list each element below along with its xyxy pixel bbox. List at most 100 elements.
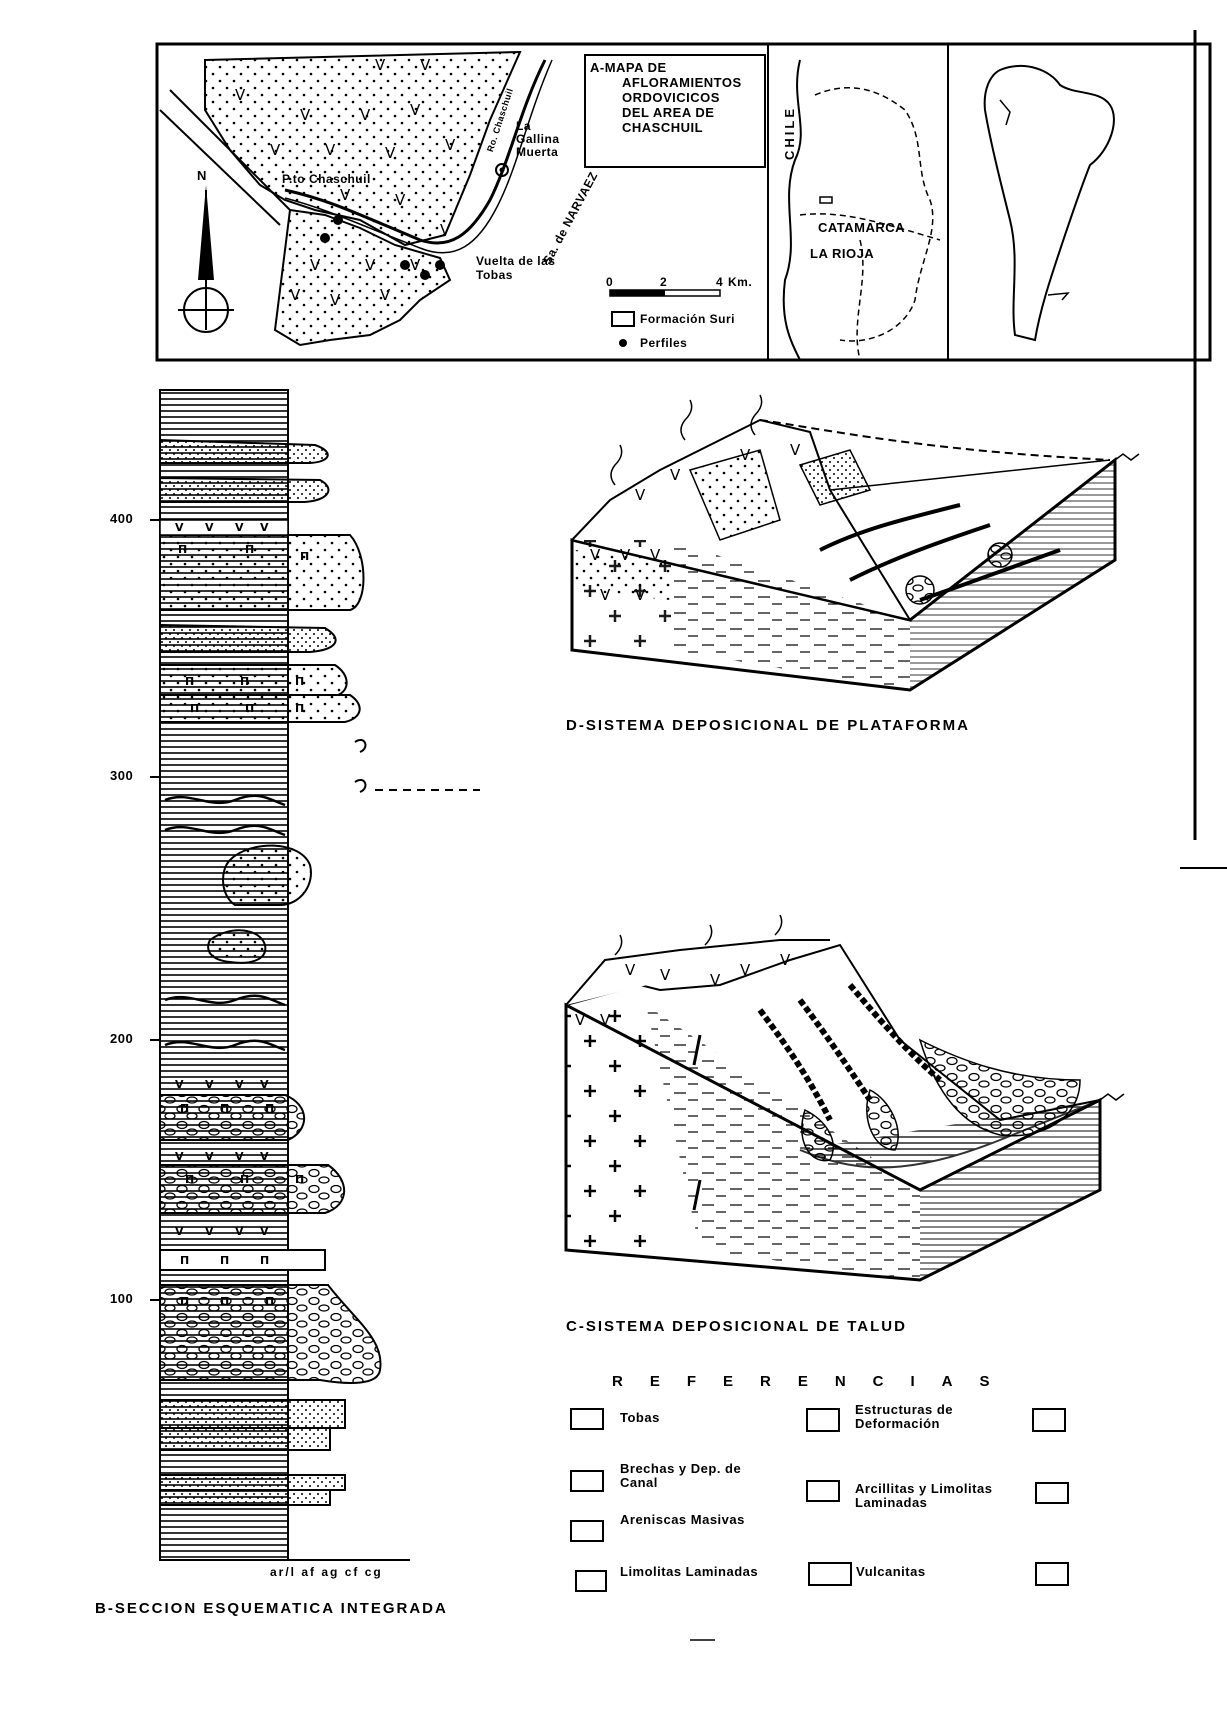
map-title-line: ORDOVICICOS: [622, 90, 720, 105]
depth-tick-200: 200: [110, 1031, 134, 1046]
north-label: N: [197, 168, 207, 183]
ref-brechas: Brechas y Dep. de Canal: [620, 1461, 742, 1490]
svg-text:V: V: [420, 56, 431, 74]
swatch-pattern-c: [1035, 1562, 1069, 1586]
locator-la-rioja: LA RIOJA: [810, 246, 875, 261]
map-title-line: CHASCHUIL: [622, 120, 704, 135]
svg-text:V: V: [175, 1150, 184, 1163]
slope-block-title: C-SISTEMA DEPOSICIONAL DE TALUD: [566, 1318, 907, 1335]
svg-text:Π: Π: [295, 702, 304, 715]
svg-text:V: V: [780, 951, 791, 969]
svg-text:V: V: [635, 586, 646, 604]
swatch-pattern-a: [1032, 1408, 1066, 1432]
swatch-pattern-b: [1035, 1482, 1069, 1504]
svg-text:Π: Π: [295, 1173, 304, 1186]
svg-text:Π: Π: [220, 1295, 229, 1308]
svg-text:Π: Π: [178, 543, 187, 556]
svg-text:V: V: [340, 186, 351, 204]
svg-text:Π: Π: [265, 1295, 274, 1308]
svg-text:Π: Π: [245, 702, 254, 715]
depth-tick-300: 300: [110, 768, 134, 783]
platform-block-title: D-SISTEMA DEPOSICIONAL DE PLATAFORMA: [566, 717, 970, 734]
svg-text:Π: Π: [265, 1102, 274, 1115]
svg-text:V: V: [790, 441, 801, 459]
scale-unit: Km.: [728, 275, 753, 289]
svg-text:Π: Π: [260, 1254, 269, 1267]
svg-text:V: V: [175, 1225, 184, 1238]
svg-text:V: V: [235, 1150, 244, 1163]
svg-text:Π: Π: [220, 1102, 229, 1115]
ref-areniscas: Areniscas Masivas: [620, 1512, 745, 1527]
map-title: A-MAPA DE AFLORAMIENTOS ORDOVICICOS DEL …: [590, 60, 742, 135]
ref-arcillitas: Arcillitas y Limolitas Laminadas: [855, 1481, 993, 1510]
svg-text:V: V: [235, 521, 244, 534]
place-vuelta-de-las-tobas: Vuelta de las Tobas: [476, 254, 556, 282]
svg-text:V: V: [290, 286, 301, 304]
svg-text:V: V: [710, 971, 721, 989]
svg-text:V: V: [270, 141, 281, 159]
svg-text:V: V: [205, 521, 214, 534]
locator-catamarca: CATAMARCA: [818, 220, 906, 235]
svg-text:Π: Π: [245, 543, 254, 556]
svg-text:Π: Π: [300, 550, 309, 563]
svg-text:V: V: [235, 1078, 244, 1091]
svg-text:V: V: [260, 521, 269, 534]
svg-text:V: V: [325, 141, 336, 159]
svg-text:V: V: [410, 256, 421, 274]
svg-text:V: V: [740, 961, 751, 979]
map-title-line: AFLORAMIENTOS: [622, 75, 742, 90]
map-title-line: DEL AREA DE: [622, 105, 715, 120]
swatch-estructuras: [806, 1408, 840, 1432]
ref-vulcanitas: Vulcanitas: [856, 1564, 926, 1579]
svg-text:V: V: [575, 1011, 586, 1029]
svg-text:V: V: [590, 546, 601, 564]
svg-text:Π: Π: [180, 1254, 189, 1267]
svg-text:V: V: [600, 586, 611, 604]
scale-tick: 2: [660, 275, 668, 289]
scale-tick: 0: [606, 275, 614, 289]
svg-text:V: V: [300, 106, 311, 124]
legend-formacion-suri: Formación Suri: [640, 312, 736, 326]
swatch-vulcanitas: [808, 1562, 852, 1586]
svg-text:V: V: [650, 546, 661, 564]
svg-text:V: V: [375, 56, 386, 74]
swatch-arcillitas: [806, 1480, 840, 1502]
svg-text:V: V: [385, 144, 396, 162]
depth-tick-400: 400: [110, 511, 134, 526]
legend-perfiles: Perfiles: [640, 336, 688, 350]
scale-tick: 4: [716, 275, 724, 289]
svg-text:V: V: [205, 1225, 214, 1238]
svg-text:V: V: [360, 106, 371, 124]
svg-text:V: V: [260, 1078, 269, 1091]
svg-text:V: V: [205, 1078, 214, 1091]
svg-text:Π: Π: [185, 675, 194, 688]
svg-text:V: V: [620, 546, 631, 564]
place-chaschuil: P.to Chaschuil: [282, 172, 371, 186]
svg-text:Π: Π: [220, 1254, 229, 1267]
section-title: B-SECCION ESQUEMATICA INTEGRADA: [95, 1600, 448, 1617]
map-title-line: A-MAPA DE: [590, 60, 667, 75]
ref-tobas: Tobas: [620, 1410, 660, 1425]
swatch-areniscas: [570, 1520, 604, 1542]
depth-tick-100: 100: [110, 1291, 134, 1306]
svg-text:V: V: [395, 191, 406, 209]
svg-text:V: V: [635, 486, 646, 504]
ref-limolitas: Limolitas Laminadas: [620, 1564, 759, 1579]
ref-estructuras: Estructuras de Deformación: [855, 1402, 954, 1431]
svg-text:V: V: [600, 1011, 611, 1029]
svg-text:V: V: [660, 966, 671, 984]
svg-text:Π: Π: [240, 675, 249, 688]
svg-text:V: V: [175, 521, 184, 534]
svg-text:V: V: [205, 1150, 214, 1163]
svg-text:V: V: [235, 1225, 244, 1238]
svg-text:V: V: [235, 86, 246, 104]
svg-text:Π: Π: [295, 675, 304, 688]
swatch-brechas: [570, 1470, 604, 1492]
svg-text:Π: Π: [185, 1173, 194, 1186]
svg-text:V: V: [365, 256, 376, 274]
svg-text:Π: Π: [180, 1295, 189, 1308]
svg-text:V: V: [670, 466, 681, 484]
swatch-tobas: [570, 1408, 604, 1430]
